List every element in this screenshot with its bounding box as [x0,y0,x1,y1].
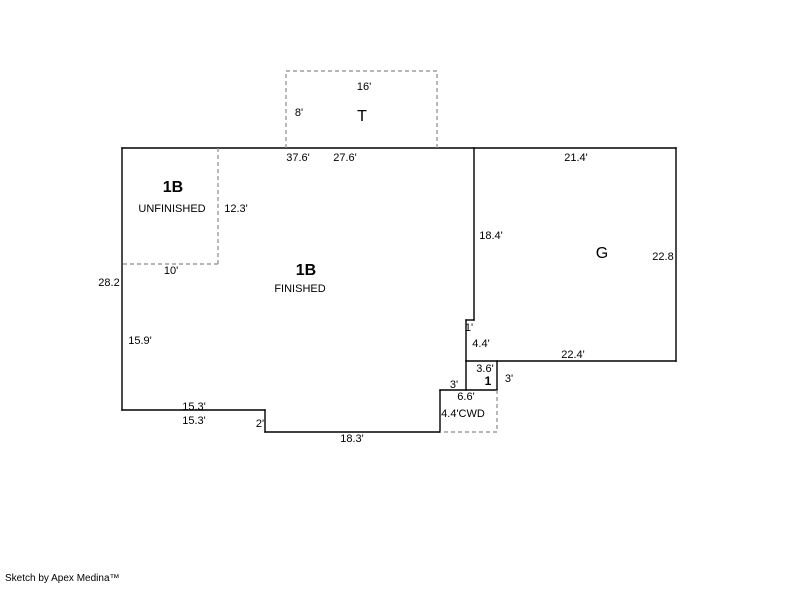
dim-jog-four-four: 4.4' [472,338,489,350]
dim-cwd: 4.4'CWD [441,408,485,420]
dim-unfinished-bottom: 10' [164,265,178,277]
dim-main-left-lower: 15.9' [128,335,152,347]
dim-one-bottom: 6.6' [457,391,474,403]
dim-bottom-mid: 18.3' [340,433,364,445]
dim-main-top-a: 37.6' [286,152,310,164]
dimension-labels: 16' 8' 37.6' 27.6' 21.4' 12.3' 18.4' 22.… [98,81,673,445]
dim-main-top-b: 27.6' [333,152,357,164]
solid-walls [121,147,677,433]
dim-t-left: 8' [295,107,303,119]
label-finished-code: 1B [296,262,316,279]
dim-garage-left: 18.4' [479,230,503,242]
dim-unfinished-right: 12.3' [224,203,248,215]
label-unfinished-name: UNFINISHED [138,203,205,215]
dim-one-left: 3' [450,379,458,391]
dim-bottom-left-b: 15.3' [182,415,206,427]
dashed-boundaries [122,70,498,433]
label-unfinished-code: 1B [163,179,183,196]
dim-t-top: 16' [357,81,371,93]
label-garage: G [596,245,608,262]
label-area-t: T [357,108,367,125]
dim-jog-one: 1' [465,322,473,334]
dim-one-right: 3' [505,373,513,385]
dim-one-top: 3.6' [476,363,493,375]
area-labels: T 1B UNFINISHED 1B FINISHED G 1 [138,108,608,388]
label-area-one: 1 [485,374,492,388]
dim-garage-right: 22.8 [652,251,673,263]
dim-bottom-left-a: 15.3' [182,401,206,413]
dim-step: 2' [256,418,264,430]
dim-garage-bottom: 22.4' [561,349,585,361]
sketch-credit: Sketch by Apex Medina™ [5,573,120,584]
dim-main-left-upper: 28.2 [98,277,119,289]
dashed-t-area [285,70,438,148]
dim-garage-top: 21.4' [564,152,588,164]
label-finished-name: FINISHED [274,283,325,295]
